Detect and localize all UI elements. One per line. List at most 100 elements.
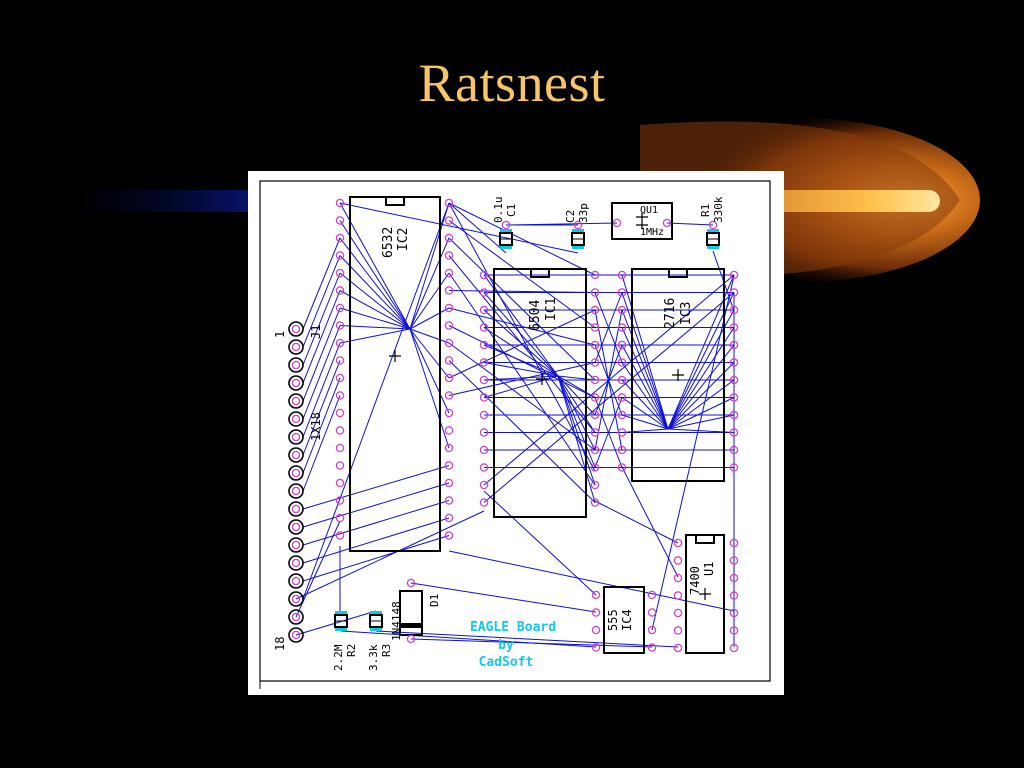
airwire <box>557 375 596 503</box>
ic2-pad <box>444 513 454 523</box>
ic3-pad <box>617 445 627 455</box>
ic4-type: 555 <box>606 609 620 631</box>
ic1-pad <box>479 410 489 420</box>
airwire <box>594 309 623 451</box>
ic3-type: 2716 <box>663 298 678 329</box>
j1-pad <box>291 360 301 370</box>
ic1-pad <box>590 375 600 385</box>
ic1-pad <box>479 480 489 490</box>
j1-pad <box>291 522 301 532</box>
ic2-origin <box>389 350 401 362</box>
ic1-pad <box>590 445 600 455</box>
c1-ref: C1 <box>505 204 518 217</box>
d1-body <box>399 590 423 636</box>
ic4-label: 555 IC4 <box>606 609 634 631</box>
ic2-pad <box>335 338 345 348</box>
airwire <box>448 202 507 254</box>
u1-pad <box>729 608 739 618</box>
j1-pad <box>291 324 301 334</box>
airwire <box>621 414 669 430</box>
ic3-pad <box>729 428 739 437</box>
u1-pad <box>673 608 683 618</box>
c1-pad-b <box>500 244 512 249</box>
ratsnest-airwires <box>295 202 735 648</box>
airwire <box>621 466 679 578</box>
ic1-pad <box>590 480 600 490</box>
ic1-pad <box>479 323 489 332</box>
airwire <box>621 309 669 430</box>
ic3-pad <box>617 340 627 350</box>
ic3-pad <box>729 358 739 367</box>
airwire <box>409 328 450 344</box>
ic3-notch <box>668 269 688 278</box>
j1-pad <box>291 414 301 424</box>
u1-origin <box>699 588 711 600</box>
airwire <box>483 344 559 377</box>
ic1-ref: IC1 <box>544 298 559 321</box>
u1-outline <box>685 534 725 654</box>
airwire <box>448 202 596 276</box>
airwire <box>409 328 450 414</box>
credit-line-1: EAGLE Board <box>470 620 556 635</box>
ic3-pad <box>617 288 627 297</box>
airwire <box>339 272 411 330</box>
ic3-pad <box>729 270 739 280</box>
ic2-pad <box>444 531 454 540</box>
airwire <box>339 237 411 330</box>
airwire <box>621 428 669 433</box>
airwire <box>651 275 735 631</box>
credit-line-3: CadSoft <box>479 655 534 670</box>
ic1-pad <box>479 340 489 350</box>
u1-pad <box>673 556 683 565</box>
r1-pad-a <box>707 229 719 234</box>
ic1-pad <box>479 498 489 507</box>
j1-ring <box>288 429 304 445</box>
ic3-pad <box>729 305 739 315</box>
airwire <box>339 290 411 330</box>
j1-ring <box>288 537 304 553</box>
ic3-pad <box>617 270 627 280</box>
u1-label: 7400 U1 <box>688 562 716 595</box>
u1-type: 7400 <box>688 566 702 595</box>
ic2-pad <box>444 391 454 400</box>
qu1-value: 1MHz <box>640 227 664 238</box>
ic2-pad <box>444 268 454 278</box>
ic1-pad <box>590 270 600 280</box>
r1-ref: R1 <box>699 204 712 217</box>
ic1-pad <box>590 410 600 420</box>
ic2-pad <box>444 321 454 330</box>
airwire <box>302 465 450 510</box>
ic1-pad <box>590 428 600 437</box>
airwire <box>339 255 411 330</box>
slide-title: Ratsnest <box>418 53 606 113</box>
ic2-pad <box>444 356 454 365</box>
airwire <box>448 237 596 381</box>
ic2-pad <box>444 408 454 418</box>
airwire <box>621 292 669 430</box>
ic4-pad <box>647 608 657 617</box>
airwire <box>339 328 411 344</box>
c1-pad <box>501 220 511 230</box>
ic4-pad <box>591 643 601 652</box>
ic1-pad <box>590 305 600 315</box>
airwire <box>302 255 341 348</box>
airwire <box>483 490 597 596</box>
j1-ring <box>288 357 304 373</box>
u1-pad <box>673 643 683 653</box>
j1-pad <box>291 396 301 406</box>
pcb-drawing: 6532 IC2 6504 IC1 2716 IC3 555 IC4 7400 … <box>259 180 771 689</box>
r3-pad-a <box>370 611 382 616</box>
ic1-pad <box>479 445 489 455</box>
c2-label: C2 33p <box>564 203 590 223</box>
ic2-pad <box>444 373 454 383</box>
ic2-pad <box>444 496 454 505</box>
ic2-pad <box>335 391 345 400</box>
u1-pad <box>729 573 739 583</box>
j1-value: 1X18 <box>309 412 323 441</box>
ic1-pad <box>590 498 600 507</box>
qu1-outline <box>611 202 673 240</box>
airwire <box>409 328 450 379</box>
ic2-ref: IC2 <box>396 228 411 251</box>
airwire <box>557 375 596 486</box>
ic3-outline <box>631 268 725 482</box>
